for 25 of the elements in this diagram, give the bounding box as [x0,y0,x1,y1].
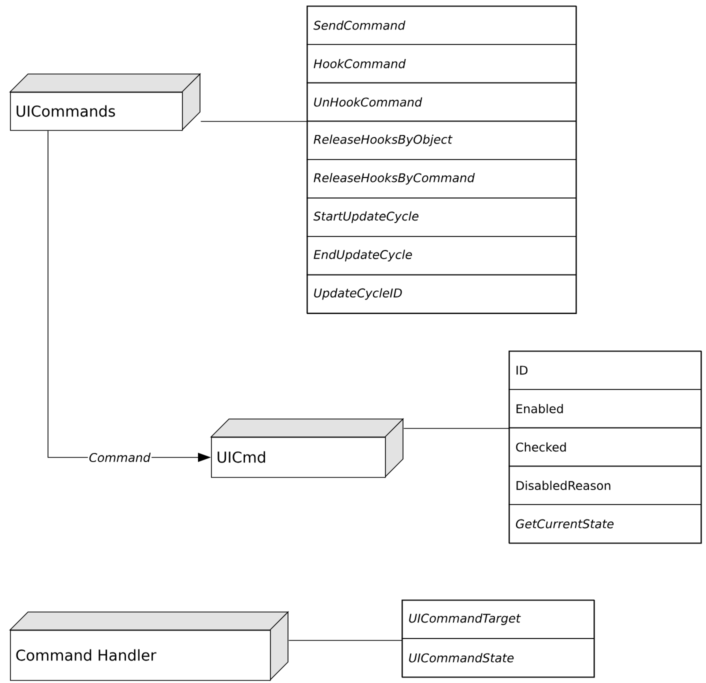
member-row: ReleaseHooksByCommand [306,159,576,198]
member-row: DisabledReason [508,466,702,505]
member-row: ReleaseHooksByObject [306,120,576,160]
edge-label: Command [88,452,152,464]
member-row: UICommandTarget [402,600,594,639]
member-row: EndUpdateCycle [306,236,576,276]
member-table [306,6,577,314]
node-box: UICommands [10,73,201,131]
member-table [508,350,702,544]
member-row: StartUpdateCycle [306,198,576,237]
connector [200,121,308,122]
member-row: ID [508,350,702,390]
member-row: GetCurrentState [508,504,702,544]
member-row: HookCommand [306,44,576,84]
member-table [402,600,595,678]
member-row: SendCommand [306,6,576,45]
connector [288,640,402,641]
connector [403,428,510,429]
member-row: UICommandState [402,638,594,678]
member-row: UnHookCommand [306,82,576,122]
member-row: UpdateCycleID [306,274,576,314]
node-box: Command Handler [10,611,289,681]
member-row: Checked [508,427,702,467]
member-row: Enabled [508,389,702,428]
node-box: UICmd [210,418,404,478]
